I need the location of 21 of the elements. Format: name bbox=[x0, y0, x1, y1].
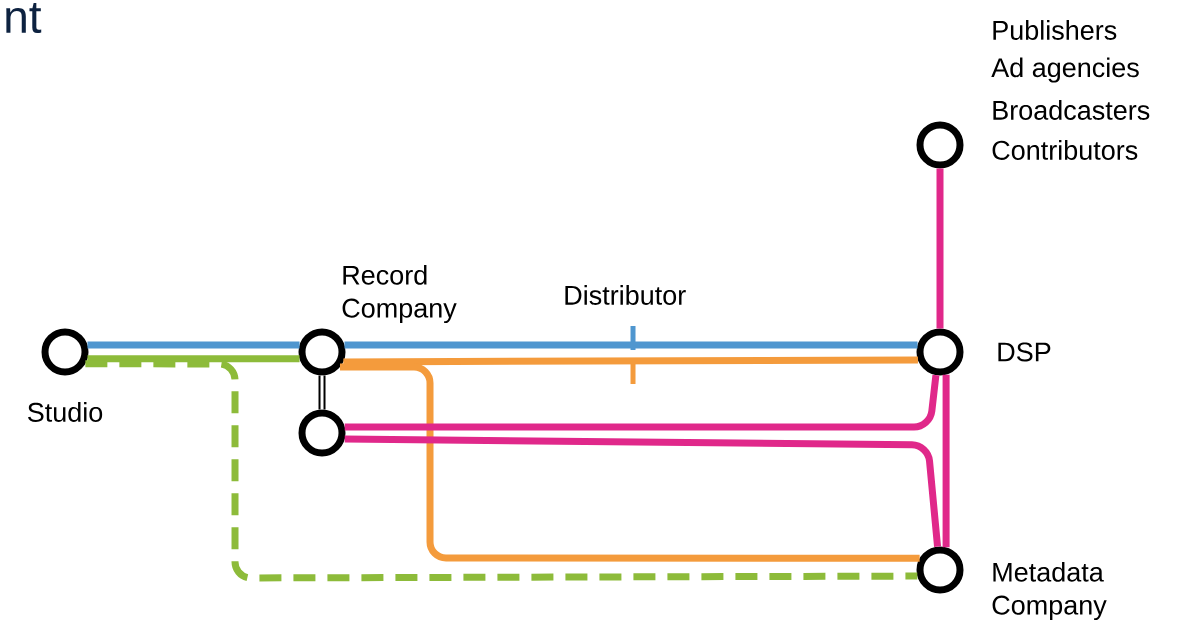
route-line bbox=[344, 374, 940, 431]
station-circle bbox=[41, 328, 89, 376]
route-line bbox=[344, 435, 942, 547]
station-circle bbox=[916, 121, 964, 169]
station-label: Ad agencies bbox=[991, 57, 1139, 83]
station-label: Metadata Company bbox=[992, 561, 1107, 621]
station-circle bbox=[916, 546, 964, 594]
station-circle bbox=[916, 328, 964, 376]
station-label: DSP bbox=[998, 342, 1051, 362]
station-circle bbox=[298, 409, 346, 457]
route-line bbox=[318, 375, 326, 410]
station-label: Contributors bbox=[992, 140, 1138, 160]
station-label: Publishers bbox=[993, 20, 1117, 40]
route-line bbox=[85, 360, 918, 582]
route-line bbox=[942, 374, 950, 548]
station-label: Broadcasters bbox=[993, 100, 1150, 120]
heading: nt bbox=[6, 2, 42, 34]
station-label: Distributor bbox=[565, 285, 686, 305]
station-label: Record Company bbox=[342, 264, 457, 324]
station-circle bbox=[298, 328, 346, 376]
station-label: Studio bbox=[27, 402, 103, 422]
